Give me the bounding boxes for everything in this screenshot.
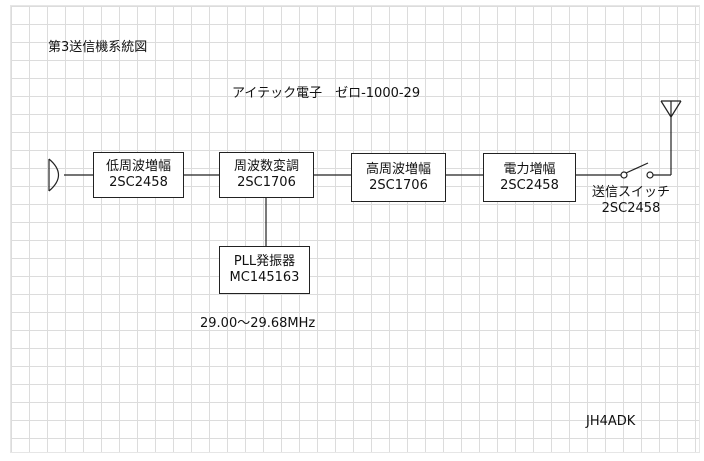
power-amplifier-block: 電力増幅 2SC2458 bbox=[483, 153, 576, 202]
pll-oscillator-part: MC145163 bbox=[229, 270, 300, 285]
lf-amplifier-part: 2SC2458 bbox=[109, 175, 168, 190]
diagram-canvas bbox=[10, 5, 700, 453]
power-amplifier-part: 2SC2458 bbox=[500, 177, 559, 193]
signal-lines bbox=[64, 174, 621, 246]
fm-modulator-part: 2SC1706 bbox=[237, 175, 296, 190]
antenna-icon bbox=[660, 100, 682, 175]
transmit-switch-name: 送信スイッチ bbox=[592, 185, 671, 200]
lf-amplifier-name: 低周波増幅 bbox=[105, 159, 171, 174]
hf-amplifier-block: 高周波増幅 2SC1706 bbox=[351, 153, 446, 202]
frequency-range-label: 29.00～29.68MHz bbox=[200, 316, 316, 331]
pll-oscillator-name: PLL発振器 bbox=[233, 254, 296, 269]
fm-modulator-block: 周波数変調 2SC1706 bbox=[219, 152, 314, 198]
transmit-switch-part: 2SC2458 bbox=[601, 201, 661, 216]
hf-amplifier-part: 2SC1706 bbox=[369, 177, 428, 193]
pll-oscillator-block: PLL発振器 MC145163 bbox=[219, 246, 310, 294]
transmit-switch-label: 送信スイッチ 2SC2458 bbox=[592, 185, 670, 217]
microphone-icon bbox=[48, 158, 60, 192]
author-callsign: JH4ADK bbox=[586, 414, 636, 429]
fm-modulator-name: 周波数変調 bbox=[233, 159, 299, 174]
power-amplifier-name: 電力増幅 bbox=[503, 161, 556, 177]
hf-amplifier-name: 高周波増幅 bbox=[365, 161, 431, 177]
transmit-switch-icon bbox=[620, 162, 671, 179]
diagram-subtitle: アイテック電子 ゼロ-1000-29 bbox=[232, 86, 421, 101]
diagram-title: 第3送信機系統図 bbox=[48, 40, 148, 55]
lf-amplifier-block: 低周波増幅 2SC2458 bbox=[93, 152, 184, 198]
